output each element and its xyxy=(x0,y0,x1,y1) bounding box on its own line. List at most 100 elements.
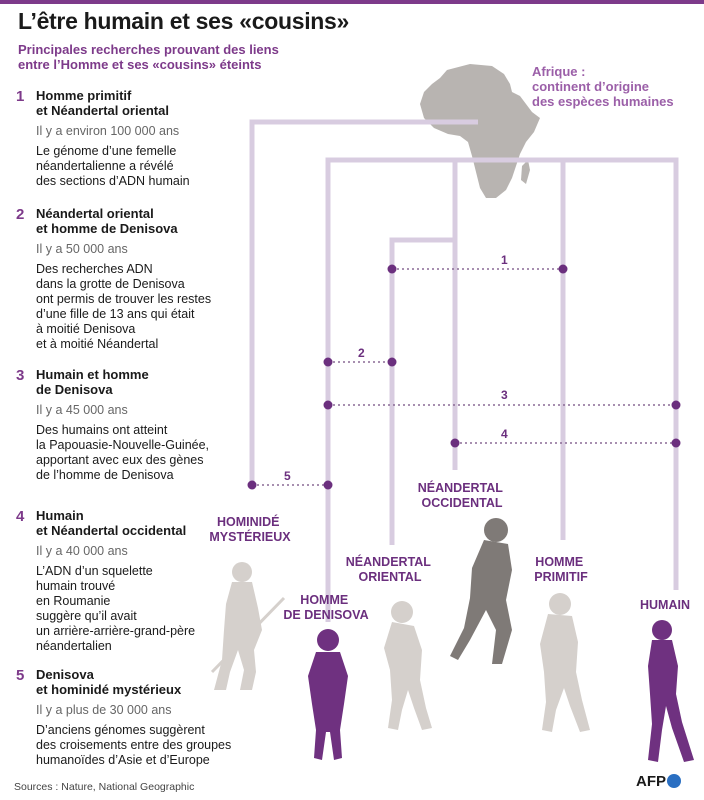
hominid-figure-primitif-icon xyxy=(540,593,590,732)
event-desc-line: humain trouvé xyxy=(36,579,116,593)
event-title-line: Homme primitif xyxy=(36,88,132,103)
page-title: L’être humain et ses «cousins» xyxy=(18,8,350,34)
event-desc-line: Des recherches ADN xyxy=(36,262,153,276)
hominid-figure-oriental-icon xyxy=(384,601,432,730)
africa-label: Afrique : continent d’origine des espèce… xyxy=(532,64,702,109)
link-number-4: 4 xyxy=(501,427,508,441)
event-title-line: Humain et homme xyxy=(36,367,149,382)
event-desc-line: des sections d’ADN humain xyxy=(36,174,190,188)
event-desc-line: des croisements entre des groupes xyxy=(36,738,232,752)
event-desc-line: D’anciens génomes suggèrent xyxy=(36,723,205,737)
event-date: Il y a 50 000 ans xyxy=(36,242,128,256)
hominid-figure-humain-icon xyxy=(648,620,694,762)
species-label-line: NÉANDERTAL xyxy=(418,480,504,495)
afp-logo-text: AFP xyxy=(636,773,666,790)
link-dot xyxy=(387,357,397,367)
event-desc-line: néandertalienne a révélé xyxy=(36,159,174,173)
event-title-line: et Néandertal occidental xyxy=(36,523,187,538)
event-1: 1 Homme primitif et Néandertal oriental … xyxy=(16,88,248,189)
species-label-line: HOMME xyxy=(300,593,348,607)
event-number: 2 xyxy=(16,206,25,223)
link-dot xyxy=(450,438,460,448)
event-description: D’anciens génomes suggèrent des croiseme… xyxy=(36,723,248,768)
event-desc-line: en Roumanie xyxy=(36,594,111,608)
event-5: 5 Denisova et hominidé mystérieux Il y a… xyxy=(16,667,248,768)
event-4: 4 Humain et Néandertal occidental Il y a… xyxy=(16,508,248,654)
event-title-line: Néandertal oriental xyxy=(36,206,154,221)
species-label-occidental: NÉANDERTAL OCCIDENTAL xyxy=(418,480,506,510)
afp-logo: AFP xyxy=(636,773,681,790)
event-desc-line: dans la grotte de Denisova xyxy=(36,277,185,291)
link-dots xyxy=(247,264,681,490)
link-dot xyxy=(323,400,333,410)
event-desc-line: d’une fille de 13 ans qui était xyxy=(36,307,195,321)
event-date: Il y a environ 100 000 ans xyxy=(36,124,180,138)
event-title-line: Denisova xyxy=(36,667,94,682)
event-date: Il y a plus de 30 000 ans xyxy=(36,703,172,717)
event-title: Homme primitif et Néandertal oriental xyxy=(36,88,248,118)
link-dot xyxy=(558,264,568,274)
species-label-line: ORIENTAL xyxy=(359,570,422,584)
link-dot xyxy=(387,264,397,274)
event-desc-line: Le génome d’une femelle xyxy=(36,144,177,158)
link-number-5: 5 xyxy=(284,469,291,483)
event-description: Des humains ont atteint la Papouasie-Nou… xyxy=(36,423,248,483)
link-dot xyxy=(671,438,681,448)
event-desc-line: apportant avec eux des gènes xyxy=(36,453,204,467)
hominid-figure-mysterieux-icon xyxy=(210,562,286,690)
subtitle-line: entre l’Homme et ses «cousins» éteints xyxy=(18,57,262,72)
subtitle: Principales recherches prouvant des lien… xyxy=(18,42,318,72)
africa-label-line: Afrique : xyxy=(532,64,586,79)
link-number-1: 1 xyxy=(501,253,508,267)
species-label-primitif: HOMME PRIMITIF xyxy=(534,555,588,584)
species-label-oriental: NÉANDERTAL ORIENTAL xyxy=(346,554,434,584)
species-label-mysterieux: HOMINIDÉ MYSTÉRIEUX xyxy=(209,514,291,544)
species-label-denisova: HOMME DE DENISOVA xyxy=(283,593,368,622)
link-number-2: 2 xyxy=(358,346,365,360)
link-dot xyxy=(323,357,333,367)
link-dot xyxy=(671,400,681,410)
species-label-line: OCCIDENTAL xyxy=(421,496,502,510)
event-title: Denisova et hominidé mystérieux xyxy=(36,667,248,697)
event-date: Il y a 40 000 ans xyxy=(36,544,128,558)
species-label-line: HOMME xyxy=(535,555,583,569)
event-description: Le génome d’une femelle néandertalienne … xyxy=(36,144,248,189)
afp-logo-dot-icon xyxy=(667,774,681,788)
africa-map-icon xyxy=(420,64,540,198)
tree-branch-mysterieux xyxy=(249,119,478,485)
event-title: Humain et homme de Denisova xyxy=(36,367,248,397)
tree-branch-main xyxy=(325,157,679,622)
event-desc-line: L’ADN d’un squelette xyxy=(36,564,153,578)
event-number: 4 xyxy=(16,508,25,525)
event-2: 2 Néandertal oriental et homme de Deniso… xyxy=(16,206,248,352)
tree-branch-oriental xyxy=(389,237,455,545)
hominid-figure-occidental-icon xyxy=(450,518,512,664)
event-date: Il y a 45 000 ans xyxy=(36,403,128,417)
species-label-humain: HUMAIN xyxy=(640,598,690,612)
event-desc-line: ont permis de trouver les restes xyxy=(36,292,212,306)
africa-label-line: des espèces humaines xyxy=(532,94,674,109)
event-desc-line: de l’homme de Denisova xyxy=(36,468,174,482)
event-desc-line: un arrière-arrière-grand-père xyxy=(36,624,196,638)
hominid-figure-denisova-icon xyxy=(308,629,348,760)
event-desc-line: humanoïdes d’Asie et d’Europe xyxy=(36,753,210,767)
species-label-line: PRIMITIF xyxy=(534,570,588,584)
event-title-line: de Denisova xyxy=(36,382,113,397)
sources-note: Sources : Nature, National Geographic xyxy=(14,781,195,793)
event-title-line: Humain xyxy=(36,508,84,523)
tree-lines xyxy=(249,119,679,622)
event-desc-line: et à moitié Néandertal xyxy=(36,337,159,351)
link-number-3: 3 xyxy=(501,388,508,402)
link-dot xyxy=(323,480,333,490)
event-title-line: et homme de Denisova xyxy=(36,221,178,236)
event-desc-line: Des humains ont atteint xyxy=(36,423,168,437)
event-number: 3 xyxy=(16,367,25,384)
event-desc-line: à moitié Denisova xyxy=(36,322,136,336)
event-desc-line: néandertalien xyxy=(36,639,112,653)
species-label-line: DE DENISOVA xyxy=(283,608,368,622)
event-description: Des recherches ADN dans la grotte de Den… xyxy=(36,262,248,352)
event-desc-line: la Papouasie-Nouvelle-Guinée, xyxy=(36,438,210,452)
event-number: 5 xyxy=(16,667,25,684)
madagascar-icon xyxy=(521,160,530,184)
